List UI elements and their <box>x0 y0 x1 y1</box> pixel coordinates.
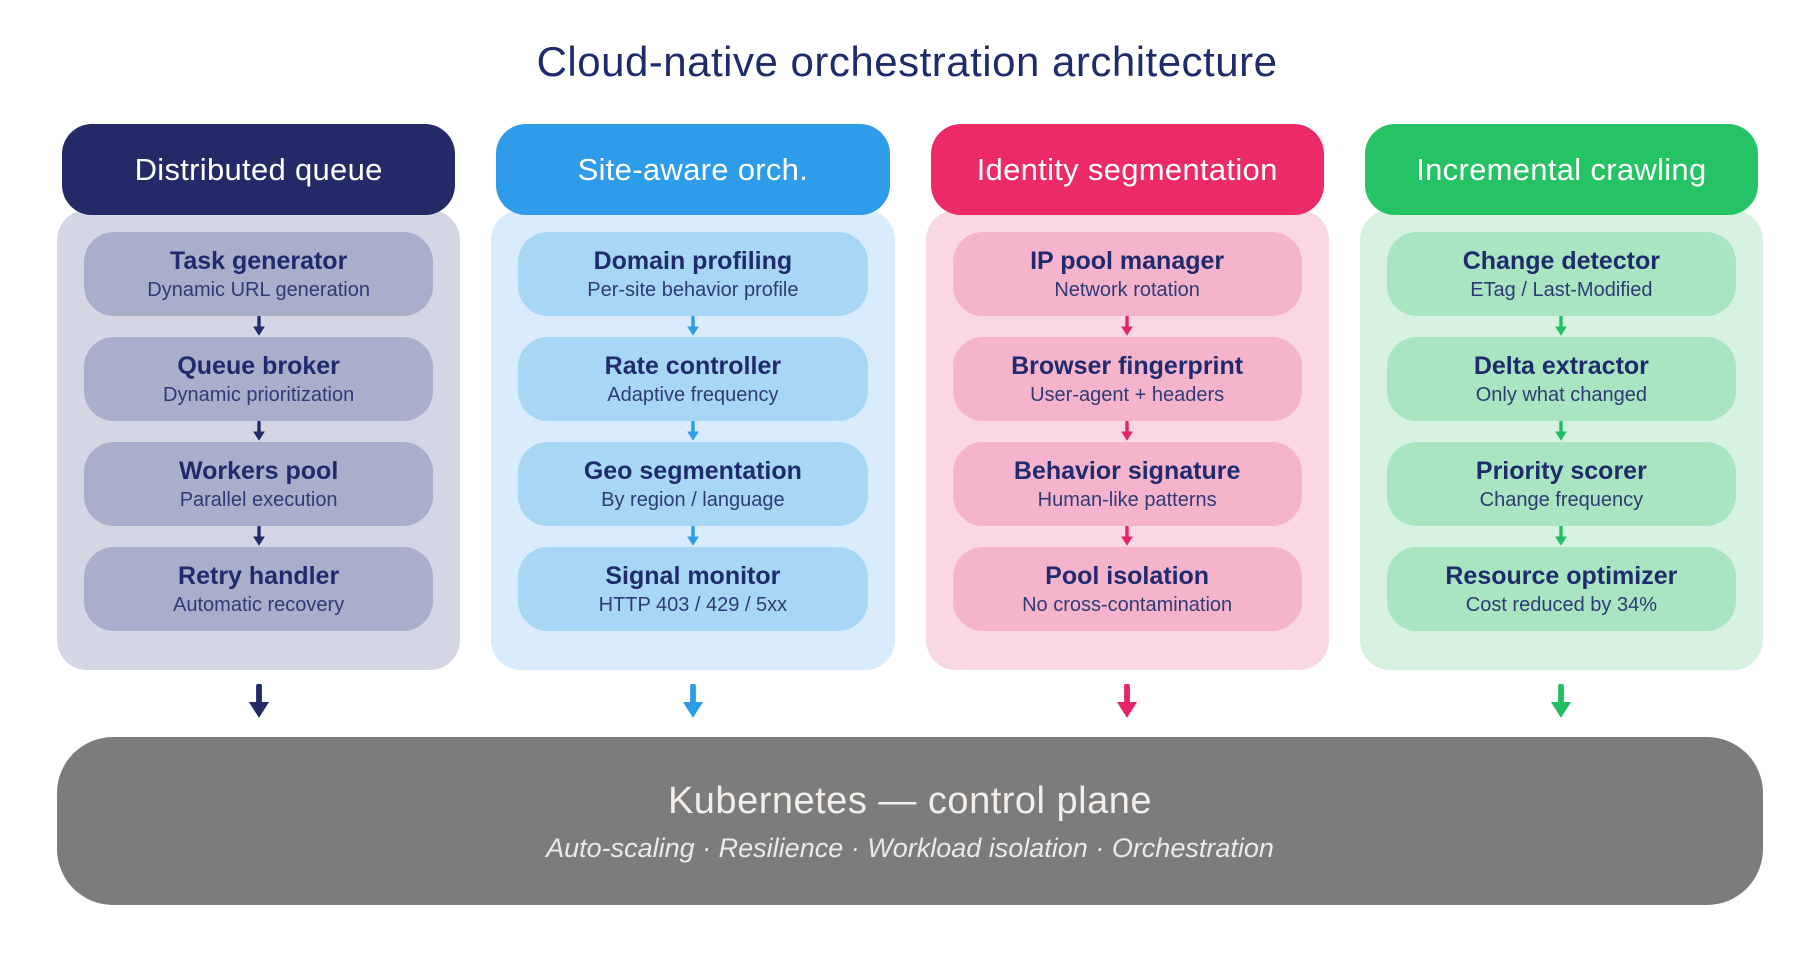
node-box: Change detector ETag / Last-Modified <box>1386 232 1736 316</box>
column-header-label: Incremental crawling <box>1416 151 1707 187</box>
kubernetes-panel: Kubernetes — control plane Auto-scaling … <box>57 737 1763 905</box>
column-header-label: Distributed queue <box>134 151 383 187</box>
page-title: Cloud-native orchestration architecture <box>536 38 1278 85</box>
kubernetes-title: Kubernetes — control plane <box>667 779 1153 822</box>
node-box: Queue broker Dynamic prioritization <box>84 337 434 421</box>
column-site-aware-orchestration: Site-aware orch. Domain profiling Per-si… <box>491 124 895 720</box>
node-box: Delta extractor Only what changed <box>1386 337 1736 421</box>
node-box: IP pool manager Network rotation <box>952 232 1302 316</box>
down-arrow-icon <box>1387 526 1736 547</box>
node-box: Task generator Dynamic URL generation <box>84 232 434 316</box>
node-title: Workers pool <box>178 456 339 485</box>
down-arrow-icon <box>84 421 433 442</box>
node-box: Priority scorer Change frequency <box>1386 442 1736 526</box>
node-box: Signal monitor HTTP 403 / 429 / 5xx <box>518 547 868 631</box>
down-arrow-icon <box>518 316 867 337</box>
node-subtitle: Only what changed <box>1475 383 1647 406</box>
node-title: Domain profiling <box>593 246 793 275</box>
node-title: Resource optimizer <box>1445 561 1678 590</box>
column-header: Incremental crawling <box>1364 124 1758 215</box>
node-subtitle: No cross-contamination <box>1022 593 1233 616</box>
column-header: Site-aware orch. <box>496 124 890 215</box>
down-arrow-icon <box>84 526 433 547</box>
node-title: Task generator <box>169 246 348 275</box>
node-title: IP pool manager <box>1030 246 1225 275</box>
node-subtitle: User-agent + headers <box>1030 383 1225 406</box>
node-box: Domain profiling Per-site behavior profi… <box>518 232 868 316</box>
column-output-arrow-icon <box>491 670 894 720</box>
down-arrow-icon <box>518 526 867 547</box>
node-title: Signal monitor <box>605 561 781 590</box>
node-title: Browser fingerprint <box>1011 351 1244 380</box>
node-box: Geo segmentation By region / language <box>518 442 868 526</box>
node-subtitle: Parallel execution <box>179 488 338 511</box>
down-arrow-icon <box>84 316 433 337</box>
down-arrow-icon <box>518 421 867 442</box>
node-box: Behavior signature Human-like patterns <box>952 442 1302 526</box>
node-title: Behavior signature <box>1013 456 1241 485</box>
down-arrow-icon <box>953 526 1302 547</box>
kubernetes-subtitle: Auto-scaling · Resilience · Workload iso… <box>546 832 1274 863</box>
node-box: Pool isolation No cross-contamination <box>952 547 1302 631</box>
node-title: Rate controller <box>604 351 782 380</box>
down-arrow-icon <box>953 421 1302 442</box>
column-body: Change detector ETag / Last-Modified Del… <box>1359 210 1763 670</box>
column-identity-segmentation: Identity segmentation IP pool manager Ne… <box>925 124 1329 720</box>
down-arrow-icon <box>1387 316 1736 337</box>
node-box: Retry handler Automatic recovery <box>84 547 434 631</box>
node-title: Change detector <box>1462 246 1660 275</box>
node-box: Resource optimizer Cost reduced by 34% <box>1386 547 1736 631</box>
node-subtitle: Dynamic URL generation <box>147 278 370 301</box>
node-subtitle: Dynamic prioritization <box>163 383 355 406</box>
node-subtitle: Automatic recovery <box>173 593 345 616</box>
column-output-arrow-icon <box>1360 670 1763 720</box>
column-body: Domain profiling Per-site behavior profi… <box>491 210 895 670</box>
column-header-label: Site-aware orch. <box>577 151 809 187</box>
node-title: Delta extractor <box>1473 351 1649 380</box>
node-box: Browser fingerprint User-agent + headers <box>952 337 1302 421</box>
node-box: Rate controller Adaptive frequency <box>518 337 868 421</box>
node-box: Workers pool Parallel execution <box>84 442 434 526</box>
node-title: Geo segmentation <box>583 456 802 485</box>
column-body: IP pool manager Network rotation Browser… <box>925 210 1329 670</box>
column-output-arrow-icon <box>926 670 1329 720</box>
column-header: Distributed queue <box>62 124 456 215</box>
node-subtitle: Change frequency <box>1479 488 1644 511</box>
node-subtitle: Per-site behavior profile <box>587 278 799 301</box>
node-subtitle: Adaptive frequency <box>607 383 779 406</box>
node-subtitle: HTTP 403 / 429 / 5xx <box>598 593 788 616</box>
node-subtitle: By region / language <box>601 488 785 511</box>
node-subtitle: ETag / Last-Modified <box>1470 278 1653 301</box>
node-title: Retry handler <box>178 561 340 590</box>
column-output-arrow-icon <box>57 670 460 720</box>
node-title: Queue broker <box>177 351 340 380</box>
node-title: Priority scorer <box>1475 456 1647 485</box>
node-subtitle: Cost reduced by 34% <box>1465 593 1657 616</box>
column-incremental-crawling: Incremental crawling Change detector ETa… <box>1359 124 1763 720</box>
down-arrow-icon <box>1387 421 1736 442</box>
column-header-label: Identity segmentation <box>976 151 1278 187</box>
column-header: Identity segmentation <box>930 124 1324 215</box>
down-arrow-icon <box>953 316 1302 337</box>
columns-row: Distributed queue Task generator Dynamic… <box>57 124 1763 720</box>
node-subtitle: Network rotation <box>1054 278 1200 301</box>
column-distributed-queue: Distributed queue Task generator Dynamic… <box>57 124 461 720</box>
node-title: Pool isolation <box>1045 561 1210 590</box>
column-body: Task generator Dynamic URL generation Qu… <box>57 210 461 670</box>
node-subtitle: Human-like patterns <box>1037 488 1217 511</box>
